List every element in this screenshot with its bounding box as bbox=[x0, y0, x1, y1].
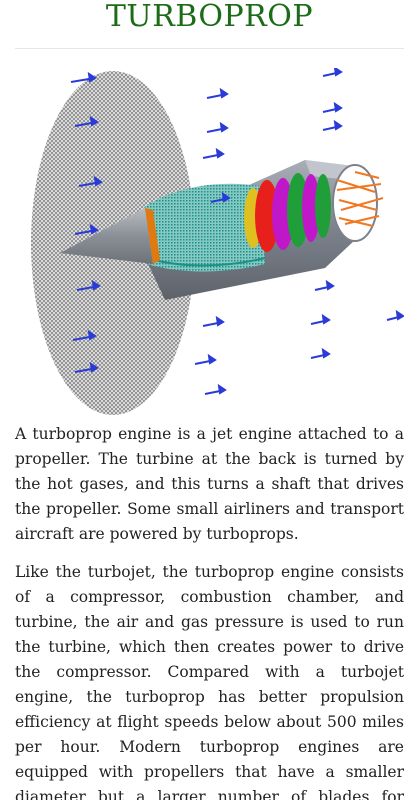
engine-illustration bbox=[31, 68, 404, 415]
title-divider bbox=[15, 48, 404, 49]
exhaust-opening bbox=[332, 164, 378, 242]
exhaust-flow bbox=[336, 171, 384, 227]
nose-cone bbox=[60, 208, 153, 264]
turboprop-engine-diagram bbox=[15, 68, 404, 417]
intro-paragraph: A turboprop engine is a jet engine attac… bbox=[15, 425, 404, 543]
page-title: TURBOPROP bbox=[105, 0, 314, 34]
airflow-arrows bbox=[70, 68, 404, 395]
spinner-ring bbox=[145, 208, 160, 264]
body-paragraph: Like the turbojet, the turboprop engine … bbox=[15, 563, 404, 800]
turbine-section bbox=[272, 173, 331, 250]
combustion-chamber bbox=[244, 180, 279, 252]
